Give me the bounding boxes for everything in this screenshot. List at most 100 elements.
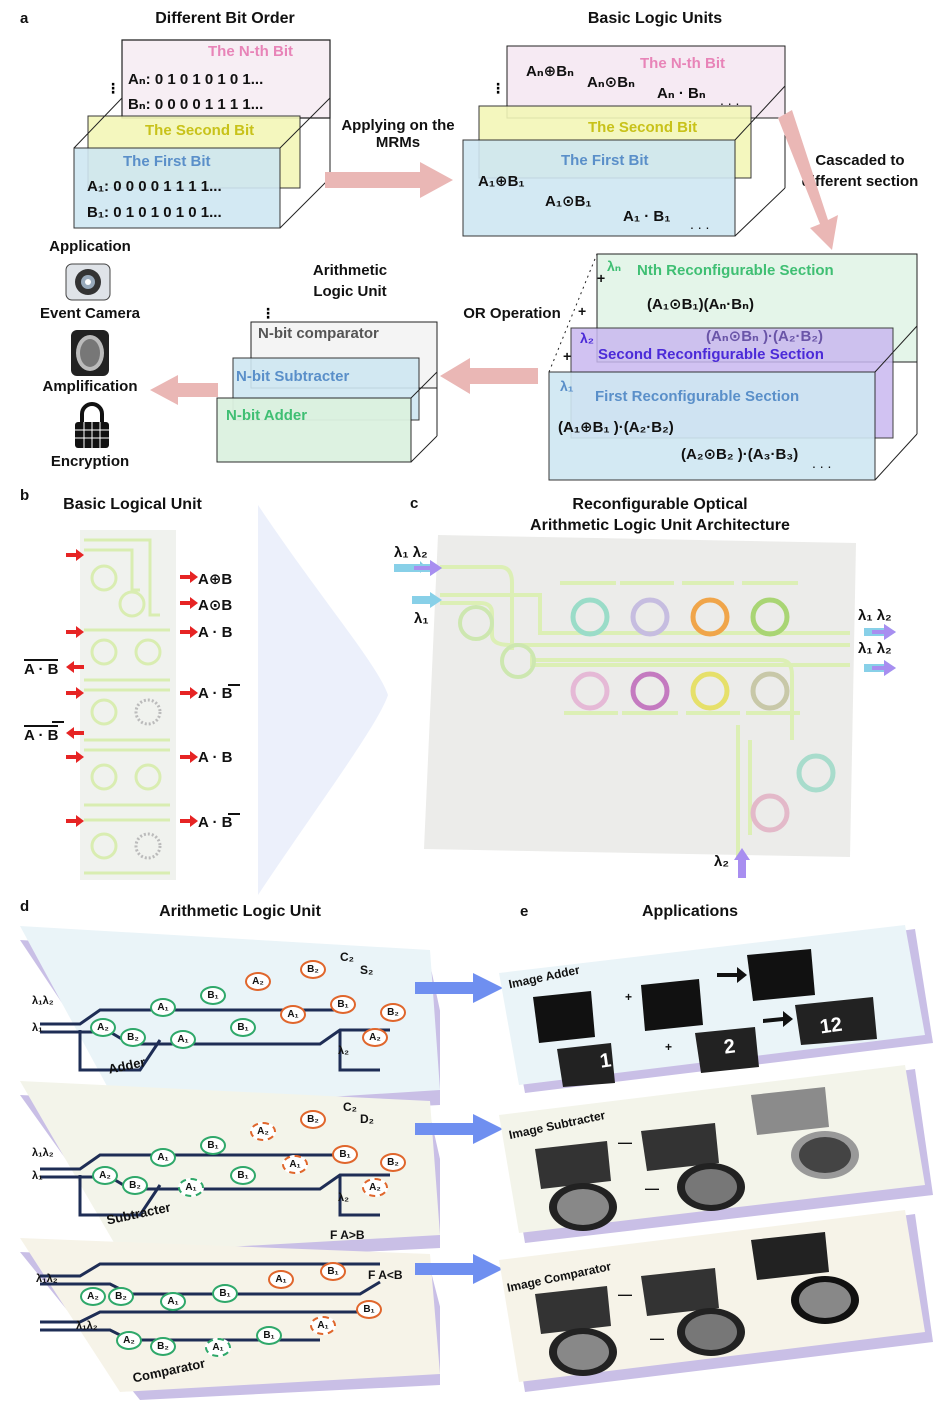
arrow-adder-to-image xyxy=(415,973,503,1003)
panel-d-title: Arithmetic Logic Unit xyxy=(159,903,321,920)
apply-arrow xyxy=(325,162,453,198)
first-ellipsis: . . . xyxy=(812,455,832,471)
cascade-arrow xyxy=(778,110,838,250)
node-badge-b1: B₁ xyxy=(330,995,356,1014)
alu-boxes: ⋮ xyxy=(216,305,438,463)
bu-a1-and: A₁ · B₁ xyxy=(623,208,671,225)
image-subtracter-minus2: — xyxy=(645,1180,659,1196)
d-l1l2-comp2: λ₁λ₂ xyxy=(76,1320,98,1332)
cascade-text: Cascaded to different section xyxy=(801,152,919,190)
adder-label: N-bit Adder xyxy=(226,407,308,424)
out-and-notb: A · B xyxy=(198,685,233,702)
d-l1-adder: λ₁ xyxy=(32,1022,43,1034)
blue-fan-background xyxy=(258,505,388,895)
event-camera-label: Event Camera xyxy=(39,305,141,322)
d-l2-adder: λ₂ xyxy=(338,1045,350,1057)
c-out-1: λ₁ λ₂ xyxy=(858,607,892,624)
bu-a1-xor: A₁⊕B₁ xyxy=(478,173,525,190)
node-badge-b1: B₁ xyxy=(230,1018,256,1037)
node-badge-b1: B₁ xyxy=(356,1300,382,1319)
c-out-2: λ₁ λ₂ xyxy=(858,640,892,657)
node-badge-a2: A₂ xyxy=(90,1018,116,1037)
node-badge-a2: A₂ xyxy=(245,972,271,991)
bu-a1-xnor: A₁⊙B₁ xyxy=(545,193,592,210)
nth-bit-label: The N-th Bit xyxy=(208,43,293,60)
comparator-plate xyxy=(20,1238,440,1400)
arrow-comparator-to-image xyxy=(415,1254,503,1284)
second-section-label: Second Reconfigurable Section xyxy=(598,346,824,363)
basic-logical-unit-title: Basic Logical Unit xyxy=(63,496,202,513)
image-adder-n12: 12 xyxy=(818,1013,844,1039)
bit-order-title: Different Bit Order xyxy=(155,10,295,27)
out-not-left2: A · B xyxy=(24,725,59,744)
apply-arrow-text: Applying on the MRMs xyxy=(341,117,455,151)
plus-2: + xyxy=(578,303,587,319)
amplification-label: Amplification xyxy=(42,378,138,395)
d-l1l2-sub: λ₁λ₂ xyxy=(32,1147,54,1159)
node-badge-a1: A₁ xyxy=(160,1292,186,1311)
alu-title: Arithmetic Logic Unit xyxy=(312,262,388,300)
node-badge-b2: B₂ xyxy=(120,1028,146,1047)
panel-label-a: a xyxy=(20,10,29,27)
image-subtracter-plate xyxy=(499,1065,933,1243)
basic-units-title: Basic Logic Units xyxy=(587,10,723,27)
bu-second-bit: The Second Bit xyxy=(588,119,698,136)
bu-an-and: Aₙ · Bₙ xyxy=(657,85,706,102)
nth-section-label: Nth Reconfigurable Section xyxy=(637,262,834,279)
d-f-gt: F A>B xyxy=(330,1228,365,1242)
svg-text:⋮: ⋮ xyxy=(491,80,505,96)
bn-bits: Bₙ: 0 0 0 0 1 1 1 1... xyxy=(128,96,264,113)
out-and2: A · B xyxy=(198,749,233,766)
a1-bits: A₁: 0 0 0 0 1 1 1 1... xyxy=(87,178,222,195)
first-bit-label: The First Bit xyxy=(123,153,211,170)
node-badge-a1: A₁ xyxy=(170,1030,196,1049)
svg-text:⋮: ⋮ xyxy=(106,80,120,96)
d-s2-adder: S₂ xyxy=(360,963,374,977)
node-badge-b1: B₁ xyxy=(200,986,226,1005)
second-expr: (Aₙ⊙Bₙ )·(A₂·B₂) xyxy=(706,328,824,345)
or-text: OR Operation xyxy=(463,305,561,322)
lambda-1: λ₁ xyxy=(560,378,574,394)
nth-expr: (A₁⊙B₁)(Aₙ·Bₙ) xyxy=(647,296,754,313)
node-badge-b2: B₂ xyxy=(108,1287,134,1306)
c-in-l1l2: λ₁ λ₂ xyxy=(394,544,428,561)
image-subtracter-minus1: — xyxy=(618,1134,632,1150)
plus-1: + xyxy=(563,348,572,364)
node-badge-a1: A₁ xyxy=(150,1148,176,1167)
bu-an-xnor: Aₙ⊙Bₙ xyxy=(587,74,635,91)
node-badge-a2: A₂ xyxy=(362,1028,388,1047)
node-badge-a1: A₁ xyxy=(280,1005,306,1024)
svg-text:⋮: ⋮ xyxy=(261,305,275,321)
second-bit-label: The Second Bit xyxy=(145,122,255,139)
basic-units-boxes: ⋮ xyxy=(462,45,786,237)
plus-n: + xyxy=(597,270,606,286)
node-badge-b2: B₂ xyxy=(122,1176,148,1195)
first-expr2: (A₂⊙B₂ )·(A₃·B₃) xyxy=(681,446,799,463)
basic-logical-unit-chip xyxy=(80,530,176,880)
d-d2-sub: D₂ xyxy=(360,1112,374,1126)
bu-an-xor: Aₙ⊕Bₙ xyxy=(526,63,574,80)
d-c2-sub: C₂ xyxy=(343,1100,357,1114)
out-and-notb2: A · B xyxy=(198,814,233,831)
d-l2-sub: λ₂ xyxy=(338,1192,350,1204)
node-badge-a1: A₁ xyxy=(310,1316,336,1335)
c-in-l1: λ₁ xyxy=(414,610,429,627)
reconfig-sections xyxy=(548,253,918,481)
node-badge-b1: B₁ xyxy=(212,1284,238,1303)
node-badge-a1: A₁ xyxy=(205,1338,231,1357)
bu-ellipsis-n: . . . xyxy=(720,92,740,108)
node-badge-a2: A₂ xyxy=(92,1166,118,1185)
input-arrows-b xyxy=(66,549,198,827)
panel-label-b: b xyxy=(20,487,30,504)
node-badge-b1: B₁ xyxy=(200,1136,226,1155)
encryption-label: Encryption xyxy=(50,453,130,470)
d-f-lt: F A<B xyxy=(368,1268,403,1282)
d-l1l2-adder: λ₁λ₂ xyxy=(32,995,54,1007)
lambda-n: λₙ xyxy=(607,258,622,274)
lock-icon xyxy=(75,402,109,448)
application-arrow xyxy=(150,375,218,405)
node-badge-a1: A₁ xyxy=(268,1270,294,1289)
node-badge-b1: B₁ xyxy=(230,1166,256,1185)
bu-first-bit: The First Bit xyxy=(561,152,649,169)
panel-label-e: e xyxy=(520,903,529,920)
